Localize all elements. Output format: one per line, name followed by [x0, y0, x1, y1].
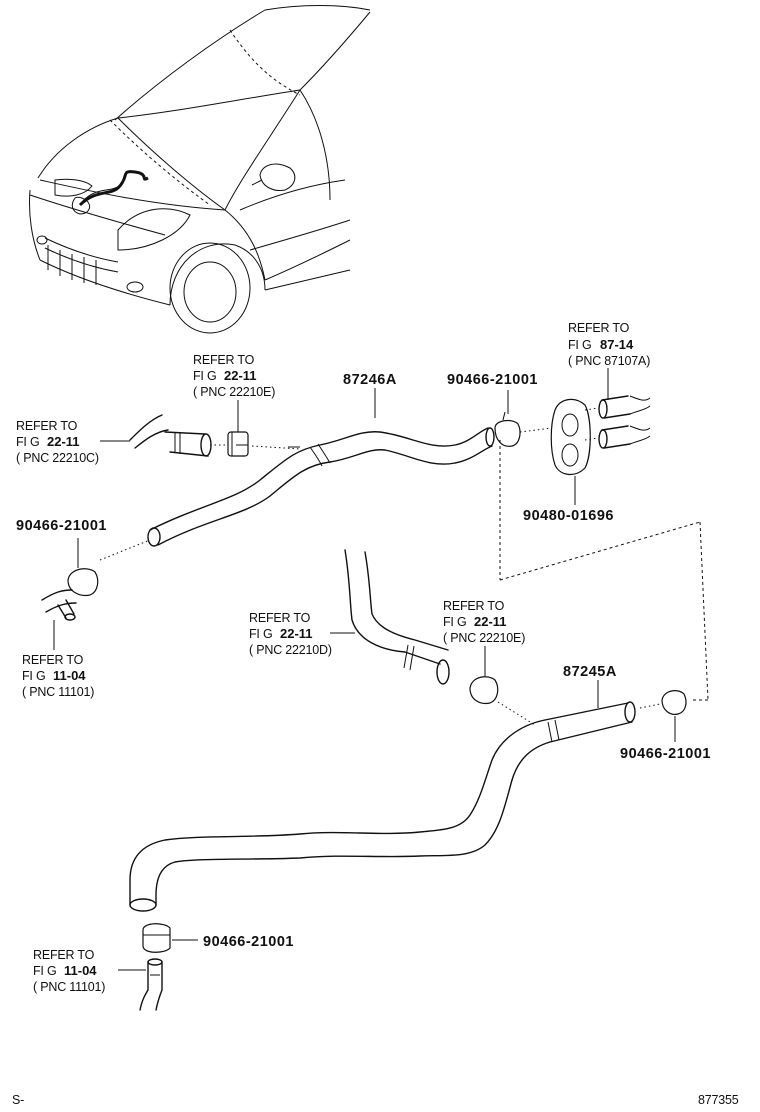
ref-c-fig-prefix: FI G [568, 338, 592, 352]
ref-g-fig: 11-04 [64, 963, 97, 978]
ref-c-pnc: ( PNC 87107A) [568, 354, 650, 368]
hose-22210D [344, 549, 450, 685]
label-clamp-upper-right: 90466-21001 [447, 372, 538, 388]
ref-b-line1: REFER TO [16, 419, 78, 433]
ref-a-fig-prefix: FI G [193, 369, 217, 383]
hose-87245A [129, 701, 636, 912]
clamp-upper-right [494, 411, 521, 447]
ref-g-line1: REFER TO [33, 948, 95, 962]
ref-e-pnc: ( PNC 22210D) [249, 643, 332, 657]
label-clamp-upper-left: 90466-21001 [16, 518, 107, 534]
ref-e-line1: REFER TO [249, 611, 311, 625]
label-87246A: 87246A [343, 372, 397, 388]
ref-f-pnc: ( PNC 22210E) [443, 631, 525, 645]
clamp-upper-left [67, 568, 99, 597]
pipe-11101-lower [139, 958, 163, 1011]
car-illustration [29, 5, 371, 334]
label-87245A: 87245A [563, 664, 617, 680]
ref-a-pnc: ( PNC 22210E) [193, 385, 275, 399]
pipe-11101-upper [41, 589, 77, 621]
ref-f-fig: 22-11 [474, 614, 507, 629]
ref-b-pnc: ( PNC 22210C) [16, 451, 99, 465]
nozzle-lower [598, 425, 651, 449]
ref-e-fig: 22-11 [280, 626, 313, 641]
ref-a-line1: REFER TO [193, 353, 255, 367]
ref-b-fig: 22-11 [47, 434, 80, 449]
ref-b-fig-prefix: FI G [16, 435, 40, 449]
ref-e-fig-prefix: FI G [249, 627, 273, 641]
ref-d-fig: 11-04 [53, 668, 86, 683]
grommet [550, 398, 591, 475]
ref-d-pnc: ( PNC 11101) [22, 685, 94, 699]
ref-f-line1: REFER TO [443, 599, 505, 613]
clamp-22210E-lower [469, 676, 499, 705]
footer-left: S- [12, 1093, 24, 1107]
hose-87246A [147, 427, 495, 547]
ref-f-fig-prefix: FI G [443, 615, 467, 629]
ref-g-pnc: ( PNC 11101) [33, 980, 105, 994]
ref-g-fig-prefix: FI G [33, 964, 57, 978]
clamp-lower-bottom [142, 923, 171, 953]
ref-c-fig: 87-14 [600, 337, 634, 352]
label-grommet: 90480-01696 [523, 508, 614, 524]
ref-a-fig: 22-11 [224, 368, 257, 383]
nozzle-upper [598, 395, 651, 419]
clamp-22210E-upper [227, 431, 249, 457]
ref-d-fig-prefix: FI G [22, 669, 46, 683]
footer-right: 877355 [698, 1093, 739, 1107]
label-clamp-lower-right: 90466-21001 [620, 746, 711, 762]
label-clamp-lower-bottom: 90466-21001 [203, 934, 294, 950]
clamp-lower-right [661, 690, 687, 715]
ref-d-line1: REFER TO [22, 653, 84, 667]
ref-c-line1: REFER TO [568, 321, 630, 335]
hose-22210C [129, 414, 212, 457]
